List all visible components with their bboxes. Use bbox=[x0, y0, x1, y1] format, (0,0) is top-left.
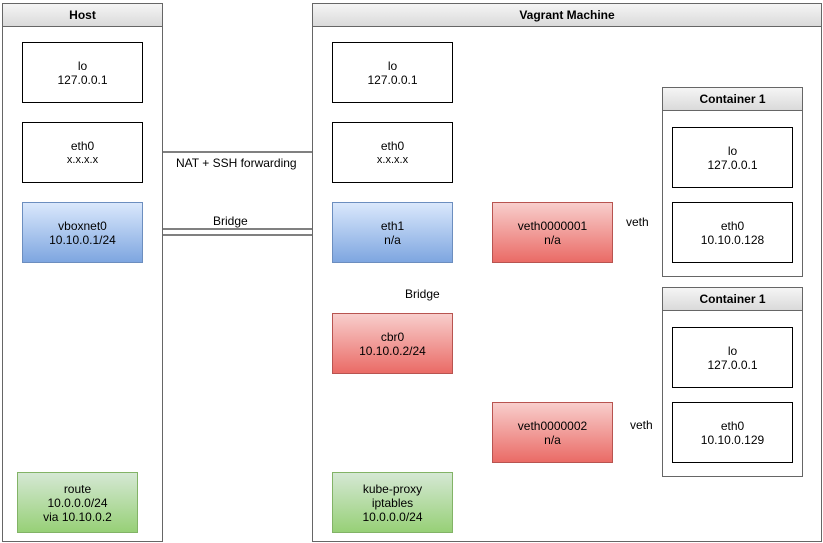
c1-eth0-box: eth0 10.10.0.128 bbox=[672, 202, 793, 263]
host-route-line1: route bbox=[63, 481, 92, 496]
vm-eth0-box: eth0 x.x.x.x bbox=[332, 122, 453, 183]
vm-cbr0-name: cbr0 bbox=[380, 329, 405, 344]
host-vboxnet0-box: vboxnet0 10.10.0.1/24 bbox=[22, 202, 143, 263]
c2-lo-box: lo 127.0.0.1 bbox=[672, 327, 793, 388]
vm-veth2-name: veth0000002 bbox=[517, 418, 588, 433]
host-eth0-box: eth0 x.x.x.x bbox=[22, 122, 143, 183]
host-lo-name: lo bbox=[77, 58, 88, 73]
vagrant-panel-title: Vagrant Machine bbox=[313, 4, 821, 27]
vm-veth2-addr: n/a bbox=[544, 432, 561, 447]
c1-lo-name: lo bbox=[727, 143, 738, 158]
host-vboxnet0-name: vboxnet0 bbox=[58, 218, 107, 233]
host-bridge-link bbox=[142, 228, 333, 236]
vm-cbr0-addr: 10.10.0.2/24 bbox=[359, 343, 426, 358]
host-lo-addr: 127.0.0.1 bbox=[57, 72, 108, 87]
vm-kube-line3: 10.0.0.0/24 bbox=[362, 509, 423, 524]
vm-eth0-name: eth0 bbox=[380, 138, 405, 153]
c2-eth0-name: eth0 bbox=[720, 418, 745, 433]
c2-eth0-addr: 10.10.0.129 bbox=[700, 432, 765, 447]
vm-bridge-label: Bridge bbox=[405, 287, 440, 301]
vm-veth1-addr: n/a bbox=[544, 232, 561, 247]
c2-lo-addr: 127.0.0.1 bbox=[707, 357, 758, 372]
c2-lo-name: lo bbox=[727, 343, 738, 358]
vm-kube-line2: iptables bbox=[371, 495, 414, 510]
vm-eth1-addr: n/a bbox=[384, 232, 401, 247]
vm-kube-proxy-box: kube-proxy iptables 10.0.0.0/24 bbox=[332, 472, 453, 533]
vm-eth1-box: eth1 n/a bbox=[332, 202, 453, 263]
vm-lo-name: lo bbox=[387, 58, 398, 73]
host-route-line2: 10.0.0.0/24 bbox=[47, 495, 108, 510]
vm-lo-addr: 127.0.0.1 bbox=[367, 72, 418, 87]
c1-eth0-addr: 10.10.0.128 bbox=[700, 232, 765, 247]
vm-eth0-addr: x.x.x.x bbox=[376, 153, 409, 166]
c2-eth0-box: eth0 10.10.0.129 bbox=[672, 402, 793, 463]
host-route-line3: via 10.10.0.2 bbox=[43, 509, 112, 524]
vm-kube-line1: kube-proxy bbox=[362, 481, 423, 496]
vm-lo-box: lo 127.0.0.1 bbox=[332, 42, 453, 103]
c1-lo-box: lo 127.0.0.1 bbox=[672, 127, 793, 188]
container2-panel-title: Container 1 bbox=[663, 288, 802, 311]
host-panel-title: Host bbox=[3, 4, 162, 27]
vm-veth1-box: veth0000001 n/a bbox=[492, 202, 613, 263]
veth1-label: veth bbox=[626, 215, 649, 229]
c1-lo-addr: 127.0.0.1 bbox=[707, 157, 758, 172]
c1-eth0-name: eth0 bbox=[720, 218, 745, 233]
host-vboxnet0-addr: 10.10.0.1/24 bbox=[49, 232, 116, 247]
nat-label: NAT + SSH forwarding bbox=[176, 156, 297, 170]
host-eth0-name: eth0 bbox=[70, 138, 95, 153]
vm-cbr0-box: cbr0 10.10.0.2/24 bbox=[332, 313, 453, 374]
vm-veth2-box: veth0000002 n/a bbox=[492, 402, 613, 463]
host-bridge-label: Bridge bbox=[213, 214, 248, 228]
host-route-box: route 10.0.0.0/24 via 10.10.0.2 bbox=[17, 472, 138, 533]
container1-panel-title: Container 1 bbox=[663, 88, 802, 111]
host-lo-box: lo 127.0.0.1 bbox=[22, 42, 143, 103]
vm-eth1-name: eth1 bbox=[380, 218, 405, 233]
vm-veth1-name: veth0000001 bbox=[517, 218, 588, 233]
veth2-label: veth bbox=[630, 418, 653, 432]
host-eth0-addr: x.x.x.x bbox=[66, 153, 99, 166]
